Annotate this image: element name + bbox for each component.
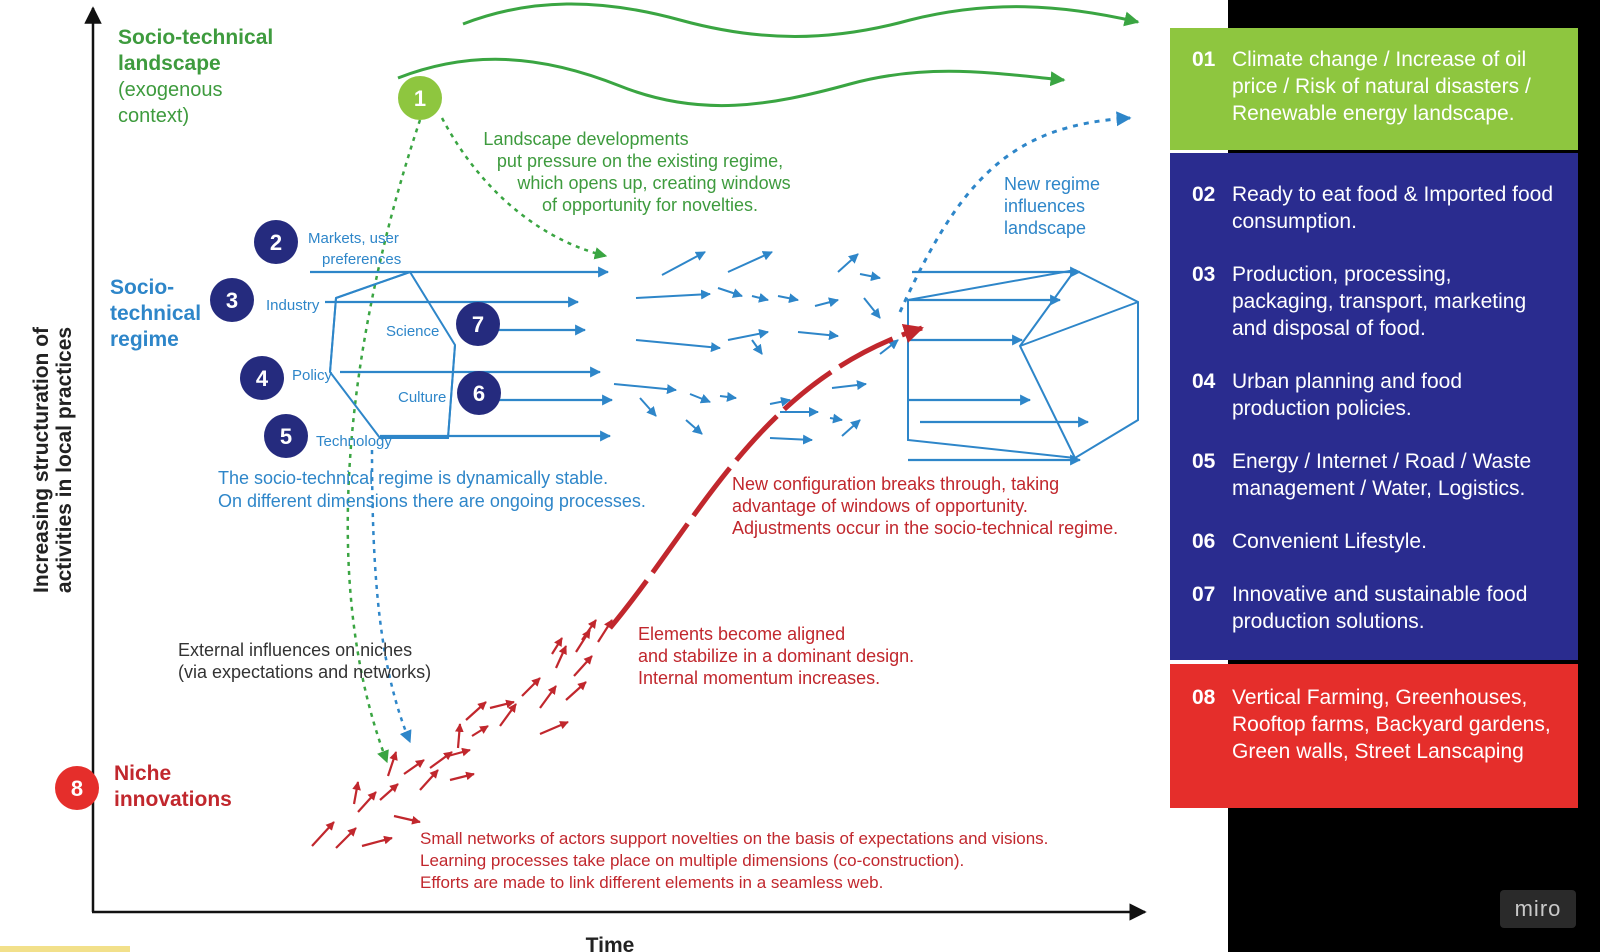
badge-6-label: 6 — [473, 381, 485, 406]
legend-item-number: 02 — [1192, 183, 1216, 206]
regime-label-markets-line2: preferences — [322, 251, 401, 268]
niche-note-line3: Efforts are made to link different eleme… — [420, 873, 883, 892]
niche-arrow-swarm — [311, 619, 613, 849]
legend-item-number: 06 — [1192, 530, 1216, 553]
y-axis-label-line2: activities in local practices — [53, 327, 76, 593]
legend-item-02: 02 Ready to eat food & Imported food con… — [1192, 181, 1554, 235]
badge-8-circle — [55, 766, 99, 810]
legend-item-text: Climate change / Increase of oil price /… — [1232, 48, 1531, 125]
landscape-title-line2: landscape — [118, 52, 221, 75]
niche-title-line1: Niche — [114, 762, 171, 785]
legend-box-landscape: 01 Climate change / Increase of oil pric… — [1170, 28, 1578, 150]
legend-item-text: Energy / Internet / Road / Waste managem… — [1232, 450, 1532, 500]
legend-item-text: Production, processing, packaging, trans… — [1232, 263, 1527, 340]
legend-item-text: Urban planning and food production polic… — [1232, 370, 1463, 420]
regime-right-lines — [908, 266, 1090, 466]
new-regime-line1: New regime — [1004, 174, 1100, 194]
legend-item-number: 04 — [1192, 370, 1216, 393]
legend-item-number: 05 — [1192, 450, 1216, 473]
landscape-wave-middle — [397, 57, 1066, 108]
bottom-edge-tab — [0, 946, 130, 952]
landscape-wave-dotted — [898, 111, 1132, 313]
badge-1-circle — [398, 76, 442, 120]
landscape-note-line3: which opens up, creating windows — [516, 173, 790, 193]
regime-stable-line2: On different dimensions there are ongoin… — [218, 491, 646, 511]
legend-item-text: Ready to eat food & Imported food consum… — [1232, 183, 1554, 233]
breakthrough-line1: New configuration breaks through, taking — [732, 474, 1059, 494]
regime-label-technology: Technology — [316, 433, 392, 450]
legend-item-05: 05 Energy / Internet / Road / Waste mana… — [1192, 448, 1554, 502]
landscape-wave-top — [462, 2, 1140, 38]
regime-label-culture: Culture — [398, 389, 446, 406]
badge-2-circle — [254, 220, 298, 264]
badge-5-circle — [264, 414, 308, 458]
legend-item-01: 01 Climate change / Increase of oil pric… — [1192, 46, 1554, 127]
badge-5-label: 5 — [280, 424, 292, 449]
landscape-note-line4: of opportunity for novelties. — [542, 195, 758, 215]
regime-right-structure — [907, 268, 1139, 460]
legend-item-number: 07 — [1192, 583, 1216, 606]
new-regime-line3: landscape — [1004, 218, 1086, 238]
landscape-sub-line2: context) — [118, 105, 189, 127]
regime-left-structure — [328, 270, 457, 439]
legend-item-04: 04 Urban planning and food production po… — [1192, 368, 1554, 422]
regime-label-markets-line1: Markets, user — [308, 230, 399, 247]
legend-item-number: 01 — [1192, 48, 1216, 71]
landscape-note-line1: Landscape developments — [483, 129, 688, 149]
breakthrough-line3: Adjustments occur in the socio-technical… — [732, 518, 1118, 538]
badge-3-label: 3 — [226, 288, 238, 313]
regime-to-niche-arrow — [370, 449, 412, 744]
legend-item-text: Vertical Farming, Greenhouses, Rooftop f… — [1232, 686, 1551, 763]
x-axis-label: Time — [586, 934, 635, 952]
badge-4-label: 4 — [256, 366, 269, 391]
regime-scatter-arrows — [613, 251, 899, 445]
badge-2-label: 2 — [270, 230, 282, 255]
legend-item-number: 08 — [1192, 686, 1216, 709]
aligned-line1: Elements become aligned — [638, 624, 845, 644]
regime-title-line3: regime — [110, 328, 179, 351]
landscape-to-niche-arrow — [346, 119, 422, 764]
landscape-sub-line1: (exogenous — [118, 79, 223, 101]
regime-label-industry: Industry — [266, 297, 320, 314]
legend-item-08: 08 Vertical Farming, Greenhouses, Roofto… — [1192, 684, 1554, 765]
niche-note-line2: Learning processes take place on multipl… — [420, 851, 964, 870]
niche-title-line2: innovations — [114, 788, 232, 811]
miro-watermark[interactable]: miro — [1500, 890, 1576, 928]
regime-title-line2: technical — [110, 302, 201, 325]
legend-item-06: 06 Convenient Lifestyle. — [1192, 528, 1554, 555]
regime-title-line1: Socio- — [110, 276, 174, 299]
landscape-pressure-arrow — [440, 117, 608, 260]
legend-item-07: 07 Innovative and sustainable food produ… — [1192, 581, 1554, 635]
aligned-line3: Internal momentum increases. — [638, 668, 880, 688]
badge-6-circle — [457, 371, 501, 415]
legend-item-03: 03 Production, processing, packaging, tr… — [1192, 261, 1554, 342]
niche-breakthrough-arrow — [608, 323, 924, 630]
y-axis-label-line1: Increasing structuration of — [30, 326, 53, 593]
regime-stable-line1: The socio-technical regime is dynamicall… — [218, 468, 608, 488]
breakthrough-line2: advantage of windows of opportunity. — [732, 496, 1028, 516]
landscape-title-line1: Socio-technical — [118, 26, 273, 49]
landscape-note-line2: put pressure on the existing regime, — [497, 151, 783, 171]
legend-box-regime: 02 Ready to eat food & Imported food con… — [1170, 153, 1578, 660]
badge-7-circle — [456, 302, 500, 346]
legend-item-text: Convenient Lifestyle. — [1232, 530, 1427, 553]
niche-note-line1: Small networks of actors support novelti… — [420, 829, 1048, 848]
new-regime-line2: influences — [1004, 196, 1085, 216]
badge-1-label: 1 — [414, 86, 426, 111]
legend-item-text: Innovative and sustainable food producti… — [1232, 583, 1528, 633]
regime-label-science: Science — [386, 323, 439, 340]
legend-item-number: 03 — [1192, 263, 1216, 286]
badge-3-circle — [210, 278, 254, 322]
aligned-line2: and stabilize in a dominant design. — [638, 646, 914, 666]
external-line2: (via expectations and networks) — [178, 662, 431, 682]
legend-box-niche: 08 Vertical Farming, Greenhouses, Roofto… — [1170, 664, 1578, 808]
badge-4-circle — [240, 356, 284, 400]
badge-8-label: 8 — [71, 776, 83, 801]
external-line1: External influences on niches — [178, 640, 412, 660]
badge-7-label: 7 — [472, 312, 484, 337]
regime-label-policy: Policy — [292, 367, 333, 384]
